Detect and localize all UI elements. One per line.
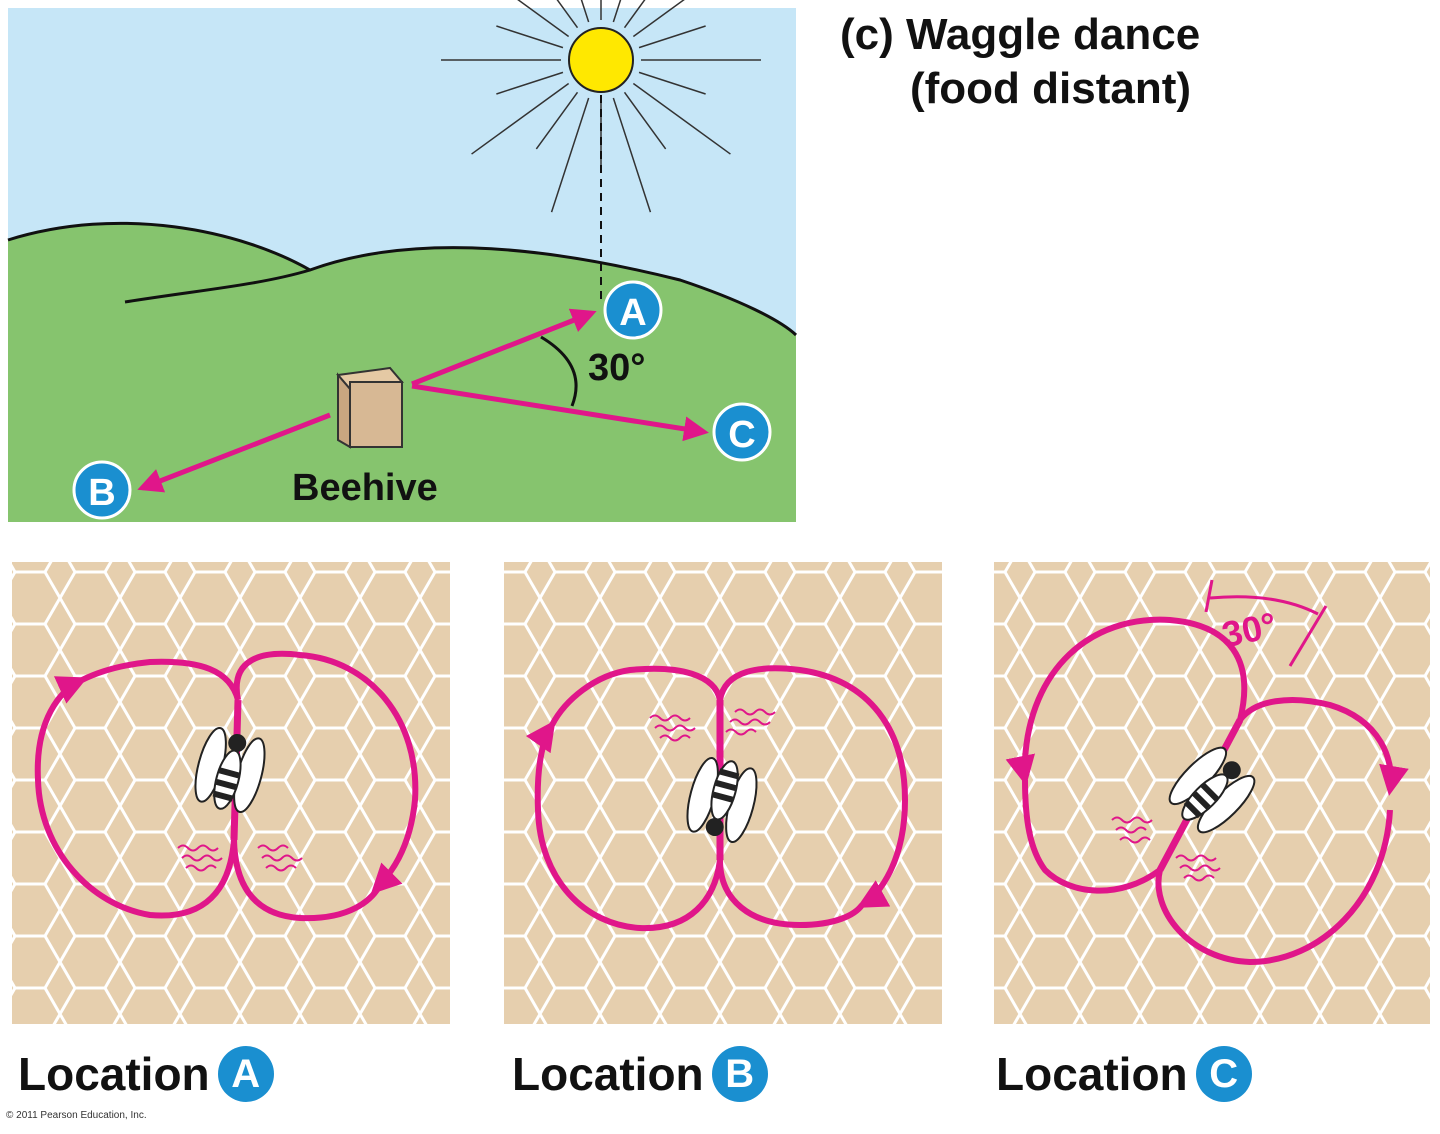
location-c-badge: C	[1195, 1046, 1252, 1102]
arrow-to-a	[411, 308, 597, 387]
bee-a	[194, 726, 266, 814]
title-line-2: (food distant)	[910, 64, 1192, 113]
panel-location-b	[504, 562, 942, 1024]
sun-ray	[496, 25, 564, 49]
arrow-to-b	[137, 412, 331, 493]
figure-title: (c) Waggle dance (food distant)	[840, 8, 1200, 116]
beehive	[336, 366, 404, 449]
waggle-marks-b	[649, 708, 776, 742]
sun-ray	[580, 0, 590, 23]
sun-ray	[471, 82, 570, 155]
bee-c	[1168, 746, 1256, 834]
sun-ray	[612, 97, 652, 213]
waggle-marks-c	[1111, 816, 1221, 882]
arrow-to-c	[411, 383, 709, 442]
beehive-label: Beehive	[292, 467, 438, 509]
sun-ray	[517, 0, 570, 38]
sun-ray	[556, 0, 579, 29]
location-a-badge: A	[217, 1046, 274, 1102]
point-a-badge: A	[603, 280, 663, 340]
sun-ray	[632, 82, 731, 155]
bee-b	[686, 756, 758, 844]
landscape-scene: 30° Beehive A C B	[7, 0, 798, 523]
sun-ray	[496, 71, 564, 95]
waggle-marks-a	[177, 844, 303, 872]
location-a-label: Location A	[18, 1046, 274, 1102]
point-b-badge: B	[72, 460, 132, 520]
angle-label: 30°	[588, 347, 645, 389]
svg-text:C: C	[728, 414, 755, 456]
sun-ray	[550, 97, 590, 213]
sun-ray	[623, 91, 667, 150]
location-b-label: Location B	[512, 1046, 768, 1102]
sun-ray	[638, 71, 706, 95]
sun-ray	[638, 25, 706, 49]
point-c-badge: C	[712, 402, 772, 462]
sun-ray	[632, 0, 685, 38]
panel-location-c: 30°	[994, 562, 1430, 1024]
location-b-badge: B	[711, 1046, 768, 1102]
sun-ray	[623, 0, 646, 29]
title-line-1: (c) Waggle dance	[840, 10, 1201, 59]
sun-ray	[612, 0, 622, 23]
panel-location-a	[12, 562, 450, 1024]
sun-ray	[535, 91, 579, 150]
svg-text:A: A	[619, 292, 646, 334]
angle-arc	[540, 335, 578, 407]
sun	[441, 0, 761, 213]
copyright-notice: © 2011 Pearson Education, Inc.	[6, 1110, 147, 1121]
svg-text:B: B	[88, 472, 115, 514]
hills	[8, 223, 796, 523]
location-c-label: Location C	[996, 1046, 1252, 1102]
